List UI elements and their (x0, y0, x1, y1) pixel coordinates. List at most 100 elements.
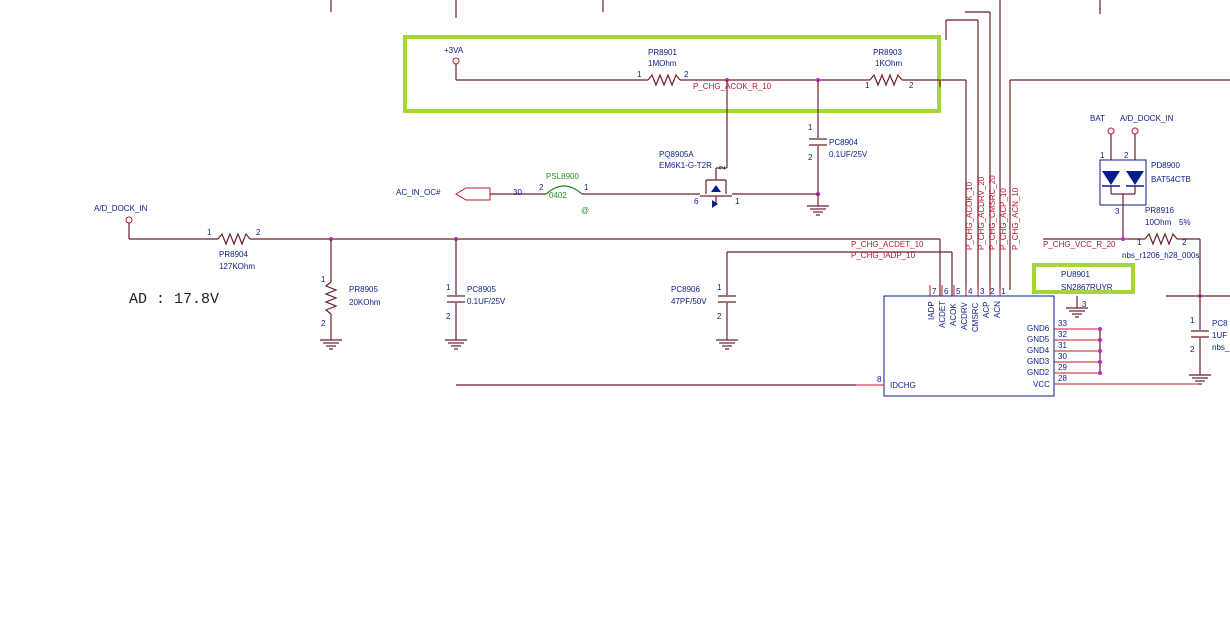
pd8900-value: BAT54CTB (1151, 175, 1191, 184)
pr8901-pin1: 1 (637, 70, 642, 79)
acok-divider: +3VA PR8901 1MOhm 1 2 PR8903 1KOhm 1 2 P… (444, 46, 940, 91)
pu8901-ic: 7 6 5 4 3 2 1 IADP ACDET ACOK ACDRV CMSR… (456, 175, 1200, 397)
pr8903-ref: PR8903 (873, 48, 902, 57)
ic-pin-num-6: 6 (944, 287, 949, 296)
ic-pin-num-32: 32 (1058, 330, 1067, 339)
ic-pin-num-2: 2 (990, 287, 995, 296)
acin-oc-port (455, 187, 491, 201)
pd8900-pin3: 3 (1115, 207, 1120, 216)
ic-pin-gnd2: GND2 (1027, 368, 1050, 377)
ic-pin-num-28: 28 (1058, 374, 1067, 383)
pc8904-capacitor: 1 2 PC8904 0.1UF/25V (807, 80, 868, 216)
ic-pin-num-31: 31 (1058, 341, 1067, 350)
pr8916-footprint: nbs_r1206_h28_000s (1122, 251, 1199, 260)
psl8900-at-mark: @ (581, 206, 589, 215)
pc8905-pin2: 2 (446, 312, 451, 321)
highlight-box-pu8901 (1032, 263, 1135, 294)
pd8900-ref: PD8900 (1151, 161, 1180, 170)
pr8904-ref: PR8904 (219, 250, 248, 259)
psl8900-ref: PSL8900 (546, 172, 579, 181)
net-v-acok: P_CHG_ACOK_10 (965, 181, 974, 250)
pq8905a-pin2: 2 (718, 165, 727, 170)
ic-pin-num-33: 33 (1058, 319, 1067, 328)
ic-pin-gnd6: GND6 (1027, 324, 1050, 333)
pc8906-ref: PC8906 (671, 285, 700, 294)
ic-pin-idchg: IDCHG (890, 381, 916, 390)
pc8906-pin1: 1 (717, 283, 722, 292)
v3va-label: +3VA (444, 46, 464, 55)
ic-pin-iadp: IADP (927, 301, 936, 320)
dock-in-top-port (1131, 127, 1139, 135)
pc8905-ref: PC8905 (467, 285, 496, 294)
ic-pin-num-29: 29 (1058, 363, 1067, 372)
pc8905-value: 0.1UF/25V (467, 297, 506, 306)
net-v-acp: P_CHG_ACP_10 (999, 188, 1008, 250)
dock-in-divider: A/D_DOCK_IN 1 2 PR8904 127KOhm 1 2 PR890… (94, 204, 940, 350)
ic-pin-gnd3: GND3 (1027, 357, 1050, 366)
pr8916-value: 10Ohm (1145, 218, 1172, 227)
pr8904-resistor (217, 232, 251, 246)
pc-right-pin1: 1 (1190, 316, 1195, 325)
pc8904-ref: PC8904 (829, 138, 858, 147)
net-vcc-r: P_CHG_VCC_R_20 (1043, 240, 1116, 249)
bat-port (1107, 127, 1115, 135)
acin-oc-pin30: 30 (513, 188, 522, 197)
ad-voltage-note: AD : 17.8V (129, 291, 219, 308)
ic-pin-num-1: 1 (1001, 287, 1006, 296)
top-stub-wires (330, 0, 1230, 290)
net-iadp: P_CHG_IADP_10 (851, 251, 916, 260)
psl8900-pin2: 2 (539, 183, 544, 192)
pq8905a-value: EM6K1-G-T2R (659, 161, 712, 170)
dock-in-left-label: A/D_DOCK_IN (94, 204, 148, 213)
pr8903-resistor (869, 73, 903, 87)
junction-dot (1121, 237, 1125, 241)
v3va-port (452, 57, 460, 65)
pu8901-value: SN2867RUYR (1061, 283, 1113, 292)
ic-pin-acp: ACP (982, 302, 991, 318)
pd8900-diode-or: BAT A/D_DOCK_IN 1 2 3 PD8900 BAT54CTB P_… (1043, 114, 1230, 385)
ic-pin-num-4: 4 (968, 287, 973, 296)
pr8901-value: 1MOhm (648, 59, 677, 68)
pr8901-ref: PR8901 (648, 48, 677, 57)
pr8905-pin2: 2 (321, 319, 326, 328)
pr8916-ref: PR8916 (1145, 206, 1174, 215)
ic-pin-num-30: 30 (1058, 352, 1067, 361)
ic-pin-cmsrc: CMSRC (971, 302, 980, 332)
psl8900-pin1: 1 (584, 183, 589, 192)
pr8916-pin2: 2 (1182, 238, 1187, 247)
pc8905-pin1: 1 (446, 283, 451, 292)
diode-bat-icon (1102, 171, 1120, 185)
pc8906-capacitor: 1 2 PC8906 47PF/50V P_CHG_ACDET_10 P_CHG… (671, 240, 952, 350)
psl8900-package: 0402 (549, 191, 567, 200)
net-v-acn: P_CHG_ACN_10 (1011, 187, 1020, 250)
pc-right-pin2: 2 (1190, 345, 1195, 354)
pc-right-footprint: nbs_ (1212, 343, 1230, 352)
diode-dock-icon (1126, 171, 1144, 185)
ic-pin-vcc: VCC (1033, 380, 1050, 389)
ic-pin-num-3: 3 (980, 287, 985, 296)
pc-right-value: 1UF (1212, 331, 1227, 340)
pr8905-ref: PR8905 (349, 285, 378, 294)
acin-oc-port-label: AC_IN_OC# (396, 188, 441, 197)
pr8916-tolerance: 5% (1179, 218, 1191, 227)
pr8903-pin1: 1 (865, 81, 870, 90)
pr8901-pin2: 2 (684, 70, 689, 79)
pr8905-pin1: 1 (321, 275, 326, 284)
pr8916-pin1: 1 (1137, 238, 1142, 247)
pr8916-resistor (1144, 232, 1178, 246)
ic-pin-gnd5: GND5 (1027, 335, 1050, 344)
pq8905a-ref: PQ8905A (659, 150, 694, 159)
bat-label: BAT (1090, 114, 1105, 123)
ic-pin-num-7: 7 (932, 287, 937, 296)
pu8901-body (883, 295, 1055, 397)
pc8904-pin1: 1 (808, 123, 813, 132)
net-v-cmsrc: P_CHG_CMSRC_20 (988, 175, 997, 250)
mosfet-body-diode (711, 185, 721, 192)
pq8905a-pin1: 1 (735, 197, 740, 206)
net-acdet: P_CHG_ACDET_10 (851, 240, 924, 249)
pc-right-ref: PC8 (1212, 319, 1228, 328)
pq8905a-pin6: 6 (694, 197, 699, 206)
pu8901-ref: PU8901 (1061, 270, 1090, 279)
net-acok-r: P_CHG_ACOK_R_10 (693, 82, 772, 91)
